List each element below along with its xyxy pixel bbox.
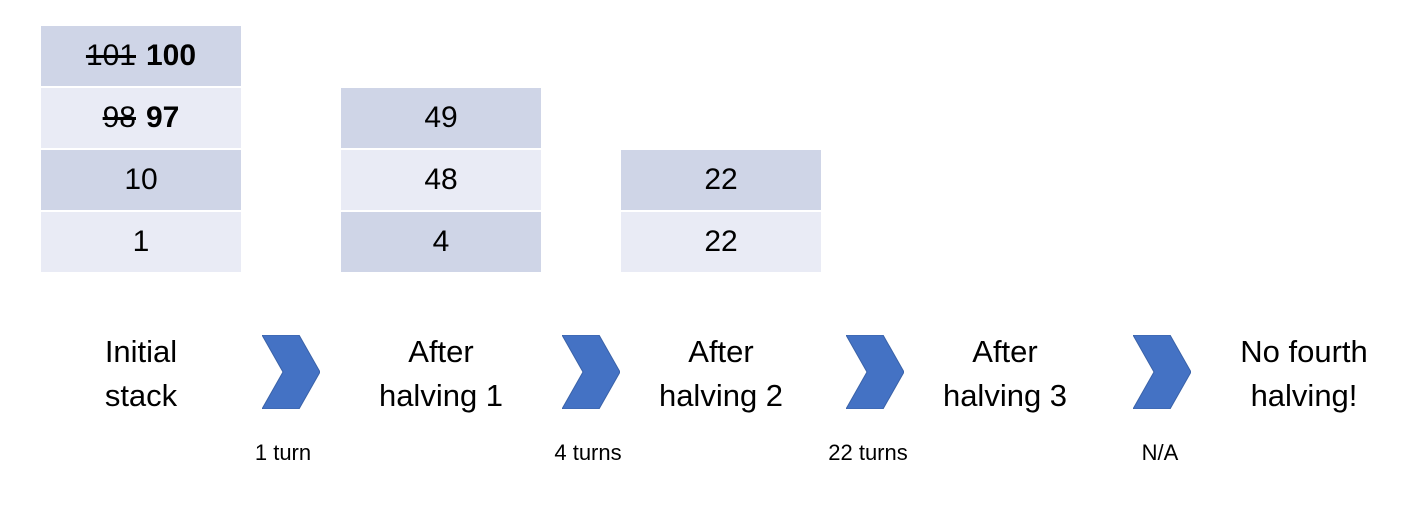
turn-count: N/A <box>1141 440 1179 465</box>
stage-label-no-fourth: No fourth halving! <box>1204 330 1404 418</box>
label-line: After <box>972 334 1038 369</box>
label-line: After <box>688 334 754 369</box>
stack-cell: 22 <box>621 150 821 210</box>
stack-cell: 10 <box>41 150 241 210</box>
stack-cell: 98 97 <box>41 88 241 148</box>
label-line: halving 2 <box>658 378 784 413</box>
stack-cell: 48 <box>341 150 541 210</box>
label-line: halving! <box>1250 378 1358 413</box>
label-line: halving 1 <box>378 378 504 413</box>
old-value: 98 <box>102 101 136 134</box>
chevron-right-icon <box>1133 335 1191 409</box>
label-line: No fourth <box>1240 334 1368 369</box>
stack-cell: 101 100 <box>41 26 241 86</box>
stack-cell: 4 <box>341 212 541 272</box>
stack-cell: 22 <box>621 212 821 272</box>
label-line: After <box>408 334 474 369</box>
stack-cell: 1 <box>41 212 241 272</box>
chevron-right-icon <box>562 335 620 409</box>
label-line: halving 3 <box>942 378 1068 413</box>
stage-label-halving-3: After halving 3 <box>905 330 1105 418</box>
stage-label-halving-2: After halving 2 <box>621 330 821 418</box>
turn-count: 22 turns <box>828 440 908 465</box>
turn-count: 1 turn <box>254 440 312 465</box>
stage-label-halving-1: After halving 1 <box>341 330 541 418</box>
new-value: 100 <box>146 39 197 72</box>
stage-label-initial: Initial stack <box>41 330 241 418</box>
old-value: 101 <box>85 39 136 72</box>
stack-cell: 49 <box>341 88 541 148</box>
turn-count: 4 turns <box>554 440 622 465</box>
label-line: Initial <box>104 334 178 369</box>
chevron-right-icon <box>262 335 320 409</box>
new-value: 97 <box>146 101 180 134</box>
chevron-right-icon <box>846 335 904 409</box>
label-line: stack <box>104 378 178 413</box>
